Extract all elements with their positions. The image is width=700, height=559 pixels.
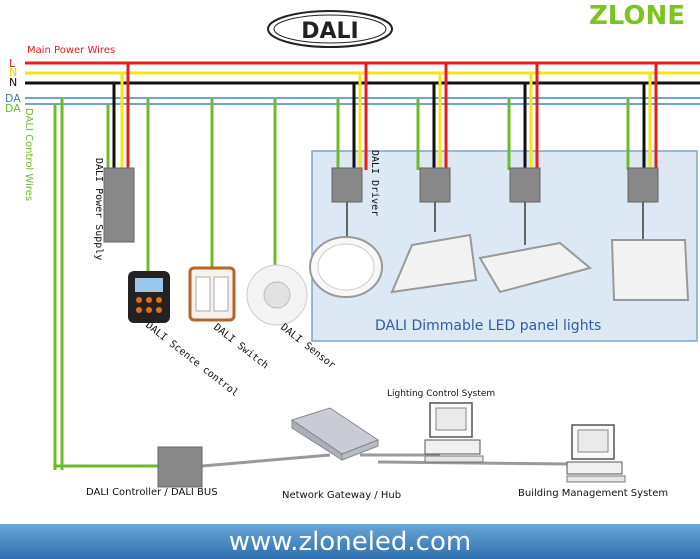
power-supply-label: DALI Power Supply bbox=[93, 158, 104, 261]
switch-device bbox=[188, 266, 236, 322]
wire-label-n: N bbox=[9, 76, 18, 89]
lighting-control-computer bbox=[424, 402, 484, 463]
panel-box-caption: DALI Dimmable LED panel lights bbox=[375, 318, 602, 334]
lighting-control-label: Lighting Control System bbox=[387, 389, 496, 399]
wire-label-da-2: DA bbox=[5, 102, 21, 115]
control-wire-trunk bbox=[53, 98, 158, 470]
website-link[interactable]: www.zloneled.com bbox=[228, 527, 472, 557]
square-panel-2 bbox=[478, 241, 593, 294]
driver-drops bbox=[336, 63, 658, 170]
control-wires-label: DALI Control Wires bbox=[23, 108, 34, 202]
dali-controller-box bbox=[157, 446, 203, 488]
wire-label-n-yellow: N bbox=[9, 66, 18, 79]
network-lines bbox=[201, 453, 571, 468]
driver-label: DALI Driver bbox=[369, 150, 380, 217]
bms-label: Building Management System bbox=[518, 488, 669, 499]
power-supply-wires bbox=[106, 63, 277, 282]
building-management-computer bbox=[566, 424, 626, 483]
bus-wires bbox=[25, 61, 700, 105]
dali-logo: DALI bbox=[267, 10, 393, 48]
driver-stems bbox=[346, 202, 644, 245]
power-supply-box bbox=[103, 167, 135, 243]
wire-label-l: L bbox=[9, 57, 16, 70]
brand-logo: ZLONE bbox=[589, 1, 685, 31]
main-power-wires-label: Main Power Wires bbox=[27, 45, 116, 56]
square-panel-1 bbox=[390, 233, 478, 294]
wire-label-da-1: DA bbox=[5, 92, 21, 105]
square-panel-3 bbox=[610, 239, 690, 301]
gateway-label: Network Gateway / Hub bbox=[282, 490, 402, 501]
controller-label: DALI Controller / DALI BUS bbox=[86, 487, 218, 498]
footer-bar bbox=[0, 524, 700, 559]
scene-control-device bbox=[128, 271, 170, 323]
round-panel bbox=[309, 236, 383, 298]
logo-text: DALI bbox=[301, 19, 359, 44]
sensor-device bbox=[246, 264, 308, 326]
network-gateway bbox=[290, 407, 380, 461]
